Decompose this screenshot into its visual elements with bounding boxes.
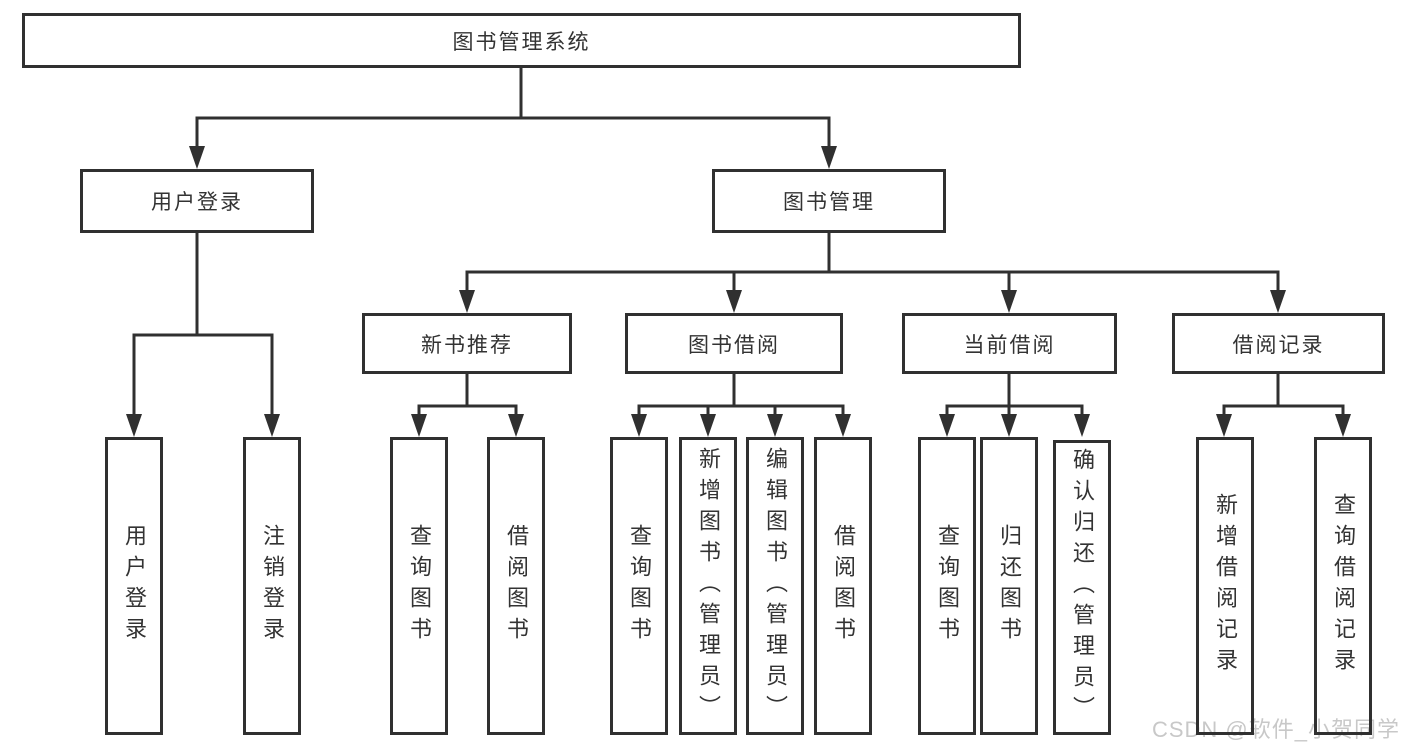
- node-confirm-return-admin: 确认归还（管理员）: [1053, 440, 1111, 735]
- arrowhead: [631, 414, 647, 437]
- node-label: 借阅图书: [504, 524, 529, 648]
- node-label: 确认归还（管理员）: [1070, 448, 1095, 727]
- arrowhead: [264, 414, 280, 437]
- node-user-login-branch: 用户登录: [80, 169, 314, 233]
- arrowhead: [821, 146, 837, 169]
- arrowhead: [126, 414, 142, 437]
- arrowhead: [767, 414, 783, 437]
- node-label: 查询图书: [935, 524, 960, 648]
- arrowhead: [700, 414, 716, 437]
- node-label: 借阅图书: [831, 524, 856, 648]
- arrowhead: [939, 414, 955, 437]
- node-query-books-borrow: 查询图书: [610, 437, 668, 735]
- arrowhead: [1074, 414, 1090, 437]
- node-book-borrowing: 图书借阅: [625, 313, 843, 374]
- node-label: 借阅记录: [1232, 333, 1325, 357]
- node-user-login-leaf: 用户登录: [105, 437, 163, 735]
- arrowhead: [726, 290, 742, 313]
- node-label: 图书借阅: [688, 333, 780, 357]
- node-system-root: 图书管理系统: [22, 13, 1021, 68]
- node-borrowing-records: 借阅记录: [1172, 313, 1385, 374]
- node-label: 图书管理: [783, 191, 875, 214]
- arrowhead: [411, 414, 427, 437]
- node-current-borrowing: 当前借阅: [902, 313, 1117, 374]
- node-add-borrow-record: 新增借阅记录: [1196, 437, 1254, 735]
- node-query-books-recommend: 查询图书: [390, 437, 448, 735]
- node-borrow-books-leaf: 借阅图书: [814, 437, 872, 735]
- arrowhead: [835, 414, 851, 437]
- node-label: 当前借阅: [963, 333, 1056, 357]
- node-query-books-current: 查询图书: [918, 437, 976, 735]
- node-book-management: 图书管理: [712, 169, 946, 233]
- node-label: 新书推荐: [421, 333, 513, 357]
- node-logout: 注销登录: [243, 437, 301, 735]
- node-label: 归还图书: [997, 524, 1022, 648]
- arrowhead: [1335, 414, 1351, 437]
- node-query-borrow-record: 查询借阅记录: [1314, 437, 1372, 735]
- arrowhead: [189, 146, 205, 169]
- node-label: 新增图书（管理员）: [696, 446, 721, 726]
- node-label: 编辑图书（管理员）: [763, 446, 788, 726]
- node-new-book-recommend: 新书推荐: [362, 313, 572, 374]
- node-label: 查询图书: [627, 524, 652, 648]
- node-return-book: 归还图书: [980, 437, 1038, 735]
- arrowhead: [1001, 414, 1017, 437]
- node-edit-book-admin: 编辑图书（管理员）: [746, 437, 804, 735]
- node-label: 图书管理系统: [452, 30, 591, 54]
- arrowhead: [1001, 290, 1017, 313]
- arrowhead: [1270, 290, 1286, 313]
- node-label: 用户登录: [122, 524, 147, 648]
- node-borrow-books-recommend: 借阅图书: [487, 437, 545, 735]
- node-label: 查询图书: [407, 524, 432, 648]
- arrowhead: [459, 290, 475, 313]
- node-label: 用户登录: [151, 191, 243, 214]
- watermark: CSDN @软件_小贺同学: [1151, 717, 1400, 742]
- arrowhead: [508, 414, 524, 437]
- node-add-book-admin: 新增图书（管理员）: [679, 437, 737, 735]
- node-label: 新增借阅记录: [1213, 493, 1238, 679]
- node-label: 注销登录: [260, 524, 285, 648]
- arrowhead: [1216, 414, 1232, 437]
- node-label: 查询借阅记录: [1331, 493, 1356, 679]
